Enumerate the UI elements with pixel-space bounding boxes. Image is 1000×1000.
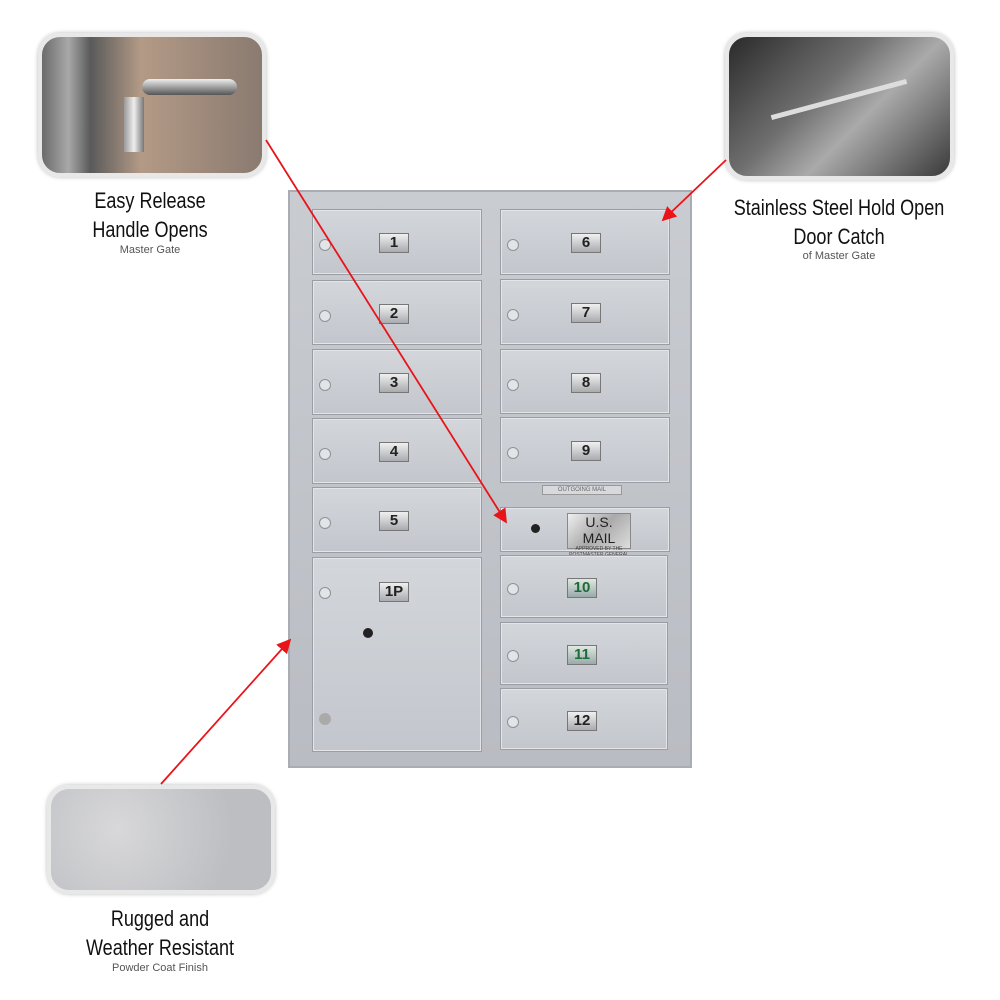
door-number: 6 (571, 233, 601, 253)
door-number: 10 (567, 578, 597, 598)
callout-subtitle: Powder Coat Finish (112, 962, 208, 974)
lock-icon (507, 583, 519, 595)
door-10[interactable]: 10 (500, 555, 668, 618)
door-number: 3 (379, 373, 409, 393)
door-5[interactable]: 5 (312, 487, 482, 553)
lock-icon (507, 309, 519, 321)
lock-icon (507, 379, 519, 391)
door-9[interactable]: 9 (500, 417, 670, 483)
door-number: 1P (379, 582, 409, 602)
arrow-powder-coat (160, 638, 292, 785)
door-number: 4 (379, 442, 409, 462)
door-number: 1 (379, 233, 409, 253)
door-number: 2 (379, 304, 409, 324)
handle-bracket (124, 97, 144, 152)
lock-icon (319, 448, 331, 460)
door-number: 7 (571, 303, 601, 323)
lock-icon (319, 517, 331, 529)
callout-line: Stainless Steel Hold Open (733, 195, 945, 220)
lock-icon (319, 587, 331, 599)
callout-line: Easy Release (94, 188, 206, 213)
handle-photo (38, 33, 266, 177)
door-11[interactable]: 11 (500, 622, 668, 685)
door-number: 9 (571, 441, 601, 461)
handle-bar (142, 79, 237, 95)
door-4[interactable]: 4 (312, 418, 482, 484)
callout-line: Door Catch (793, 224, 885, 249)
key-hole (531, 524, 540, 533)
arrow-handle (265, 139, 507, 524)
bolt (319, 713, 331, 725)
door-1p[interactable]: 1P (312, 557, 482, 752)
mailbox-cabinet: 1 2 3 4 5 1P 6 7 8 9 OUTGOING MAIL U.S. … (288, 190, 692, 768)
callout-subtitle: of Master Gate (802, 250, 876, 262)
lock-icon (319, 239, 331, 251)
callout-line: Weather Resistant (85, 935, 235, 960)
door-2[interactable]: 2 (312, 280, 482, 345)
callout-subtitle: Master Gate (119, 244, 181, 256)
door-12[interactable]: 12 (500, 688, 668, 750)
us-mail-title: U.S. MAIL (582, 514, 616, 546)
key-hole (363, 628, 373, 638)
door-number: 8 (571, 373, 601, 393)
door-7[interactable]: 7 (500, 279, 670, 345)
lock-icon (319, 379, 331, 391)
arrow-door-catch (661, 159, 727, 222)
door-8[interactable]: 8 (500, 349, 670, 414)
door-1[interactable]: 1 (312, 209, 482, 275)
powder-coat-photo (47, 785, 275, 894)
callout-line: Handle Opens (92, 217, 208, 242)
outgoing-mail-label: OUTGOING MAIL (542, 485, 622, 495)
lock-icon (507, 239, 519, 251)
callout-line: Rugged and (110, 906, 210, 931)
lock-icon (507, 447, 519, 459)
lock-icon (319, 310, 331, 322)
door-number: 12 (567, 711, 597, 731)
lock-icon (507, 716, 519, 728)
door-number: 11 (567, 645, 597, 665)
door-catch-photo (725, 33, 954, 180)
door-number: 5 (379, 511, 409, 531)
door-6[interactable]: 6 (500, 209, 670, 275)
lock-icon (507, 650, 519, 662)
